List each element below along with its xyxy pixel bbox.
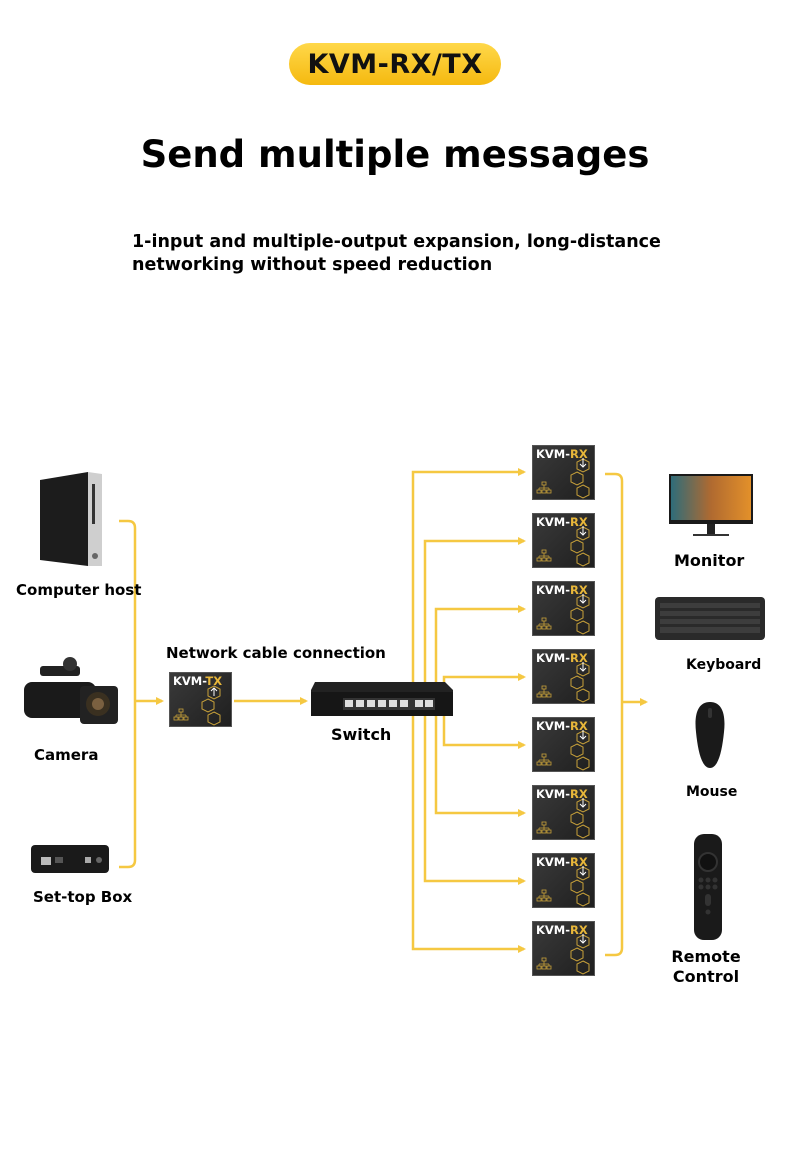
kvm-rx-prefix: KVM- [536,583,571,597]
wire-rx-7 [423,716,526,885]
network-tree-icon [536,481,552,494]
download-arrow-icon [579,458,587,468]
kvm-rx-unit: KVM-RX [532,581,595,636]
upload-arrow-icon [210,687,218,696]
hexagon-icon [570,662,590,703]
network-tree-icon [536,821,552,834]
hexagon-icon [570,934,590,975]
network-tree-icon [173,708,189,721]
output-label-remote-control: Remote Control [671,947,741,986]
download-arrow-icon [579,662,587,672]
source-bracket [119,519,137,869]
kvm-rx-suffix: RX [570,787,588,801]
network-cable-caption: Network cable connection [166,644,386,662]
kvm-rx-suffix: RX [570,923,588,937]
network-tree-icon [536,889,552,902]
kvm-rx-prefix: KVM- [536,651,571,665]
kvm-rx-suffix: RX [570,583,588,597]
wire-rx-5 [442,712,526,749]
wire-rx-2 [423,537,526,685]
network-tree-icon [536,957,552,970]
output-label-monitor: Monitor [674,551,745,570]
download-arrow-icon [579,934,587,944]
mouse-icon [692,700,728,770]
download-arrow-icon [579,798,587,808]
output-label-mouse: Mouse [686,784,738,800]
kvm-rx-unit: KVM-RX [532,717,595,772]
kvm-rx-unit: KVM-RX [532,513,595,568]
source-label-camera: Camera [34,746,99,764]
network-tree-icon [536,617,552,630]
output-label-keyboard: Keyboard [686,657,762,673]
page-title: Send multiple messages [140,133,650,176]
download-arrow-icon [579,866,587,876]
network-switch-icon [309,680,454,718]
page-subtitle: 1-input and multiple-output expansion, l… [132,232,661,275]
kvm-rx-suffix: RX [570,515,588,529]
keyboard-icon [655,597,765,640]
network-tree-icon [536,685,552,698]
hexagon-icon [570,594,590,635]
kvm-rx-unit: KVM-RX [532,921,595,976]
kvm-tx-suffix: TX [205,674,223,688]
kvm-rx-suffix: RX [570,719,588,733]
kvm-tx-unit: KVM-TX [169,672,232,727]
kvm-rx-prefix: KVM- [536,787,571,801]
wire-rx-6 [434,716,526,817]
kvm-rx-prefix: KVM- [536,855,571,869]
set-top-box-icon [29,843,111,875]
hexagon-icon [570,730,590,771]
product-badge: KVM-RX/TX [289,43,501,85]
kvm-rx-unit: KVM-RX [532,853,595,908]
switch-label: Switch [331,725,392,744]
wire-rx-1 [411,468,526,685]
kvm-rx-suffix: RX [570,651,588,665]
kvm-tx-prefix: KVM- [173,674,206,688]
kvm-rx-unit: KVM-RX [532,445,595,500]
network-tree-icon [536,549,552,562]
remote-control-icon [692,834,724,942]
kvm-rx-prefix: KVM- [536,515,571,529]
wire-rx-4 [442,673,526,690]
network-tree-icon [536,753,552,766]
desktop-tower-icon [36,470,106,570]
hexagon-icon [570,526,590,567]
monitor-icon [669,474,753,538]
kvm-rx-unit: KVM-RX [532,785,595,840]
kvm-rx-prefix: KVM- [536,923,571,937]
receiver-bracket [605,472,624,957]
kvm-rx-suffix: RX [570,447,588,461]
hexagon-icon [570,458,590,499]
kvm-rx-suffix: RX [570,855,588,869]
download-arrow-icon [579,730,587,740]
camcorder-icon [20,652,122,732]
kvm-rx-prefix: KVM- [536,719,571,733]
download-arrow-icon [579,594,587,604]
wire-rx-3 [434,605,526,685]
source-label-computer-host: Computer host [16,581,142,599]
source-label-set-top-box: Set-top Box [33,888,133,906]
hexagon-icon [201,685,221,726]
kvm-rx-prefix: KVM- [536,447,571,461]
download-arrow-icon [579,526,587,536]
hexagon-icon [570,866,590,907]
kvm-rx-unit: KVM-RX [532,649,595,704]
wire-rx-8 [411,716,526,953]
hexagon-icon [570,798,590,839]
